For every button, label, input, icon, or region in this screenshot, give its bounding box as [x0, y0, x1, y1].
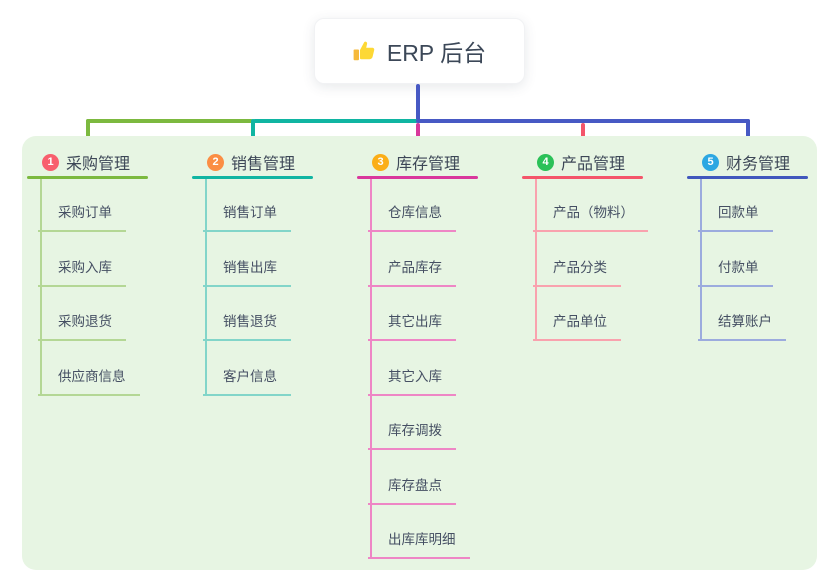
branch-header[interactable]: 3 库存管理	[372, 150, 460, 174]
connector-h-right	[416, 119, 750, 123]
child-node[interactable]: 客户信息	[203, 367, 291, 396]
connector-h-sales	[253, 119, 418, 123]
branch-underline	[522, 176, 643, 179]
child-node[interactable]: 销售订单	[203, 203, 291, 232]
branch-badge: 1	[42, 153, 59, 171]
branch-badge: 2	[207, 153, 224, 171]
child-node[interactable]: 采购入库	[38, 258, 126, 287]
branch-trunk-line	[370, 179, 372, 559]
branch-underline	[27, 176, 148, 179]
child-node[interactable]: 产品分类	[533, 258, 621, 287]
branch-header[interactable]: 4 产品管理	[537, 150, 625, 174]
thumbs-up-icon	[353, 39, 377, 63]
branch-underline	[357, 176, 478, 179]
branch-trunk-line	[700, 179, 702, 341]
child-node[interactable]: 仓库信息	[368, 203, 456, 232]
child-node[interactable]: 供应商信息	[38, 367, 140, 396]
branch-trunk-line	[535, 179, 537, 341]
child-node[interactable]: 结算账户	[698, 312, 786, 341]
branch-label: 财务管理	[726, 156, 791, 173]
root-label: ERP 后台	[386, 40, 487, 66]
branch-badge: 5	[702, 153, 719, 171]
branch-label: 产品管理	[561, 156, 626, 173]
branch-label: 库存管理	[396, 156, 461, 173]
connector-root-stem	[416, 84, 420, 121]
child-node[interactable]: 库存调拨	[368, 421, 456, 450]
connector-drop-finance	[746, 119, 750, 151]
child-node[interactable]: 销售退货	[203, 312, 291, 341]
branch-purchase: 1 采购管理 采购订单 采购入库 采购退货 供应商信息	[27, 0, 148, 588]
branch-finance: 5 财务管理 回款单 付款单 结算账户	[687, 0, 808, 588]
branch-label: 采购管理	[66, 156, 131, 173]
branch-sales: 2 销售管理 销售订单 销售出库 销售退货 客户信息	[192, 0, 313, 588]
branch-underline	[192, 176, 313, 179]
branch-label: 销售管理	[231, 156, 296, 173]
child-node[interactable]: 出库库明细	[368, 530, 470, 559]
child-node[interactable]: 其它入库	[368, 367, 456, 396]
branch-badge: 3	[372, 153, 389, 171]
child-node[interactable]: 其它出库	[368, 312, 456, 341]
child-node[interactable]: 销售出库	[203, 258, 291, 287]
connector-h-purchase	[86, 119, 253, 123]
child-node[interactable]: 库存盘点	[368, 476, 456, 505]
child-node[interactable]: 产品（物料）	[533, 203, 648, 232]
child-node[interactable]: 采购订单	[38, 203, 126, 232]
child-node[interactable]: 付款单	[698, 258, 773, 287]
branches-panel	[22, 136, 817, 570]
branch-inventory: 3 库存管理 仓库信息 产品库存 其它出库 其它入库 库存调拨 库存盘点 出库库…	[357, 0, 478, 588]
child-node[interactable]: 回款单	[698, 203, 773, 232]
child-node[interactable]: 产品单位	[533, 312, 621, 341]
branch-underline	[687, 176, 808, 179]
branch-trunk-line	[205, 179, 207, 396]
branch-badge: 4	[537, 153, 554, 171]
branch-header[interactable]: 1 采购管理	[42, 150, 130, 174]
branch-product: 4 产品管理 产品（物料） 产品分类 产品单位	[522, 0, 648, 588]
branch-trunk-line	[40, 179, 42, 396]
branch-header[interactable]: 5 财务管理	[702, 150, 790, 174]
connector-drop-purchase	[86, 119, 90, 151]
root-node[interactable]: ERP 后台	[314, 18, 525, 84]
branch-header[interactable]: 2 销售管理	[207, 150, 295, 174]
child-node[interactable]: 采购退货	[38, 312, 126, 341]
connector-drop-sales	[251, 119, 255, 151]
child-node[interactable]: 产品库存	[368, 258, 456, 287]
